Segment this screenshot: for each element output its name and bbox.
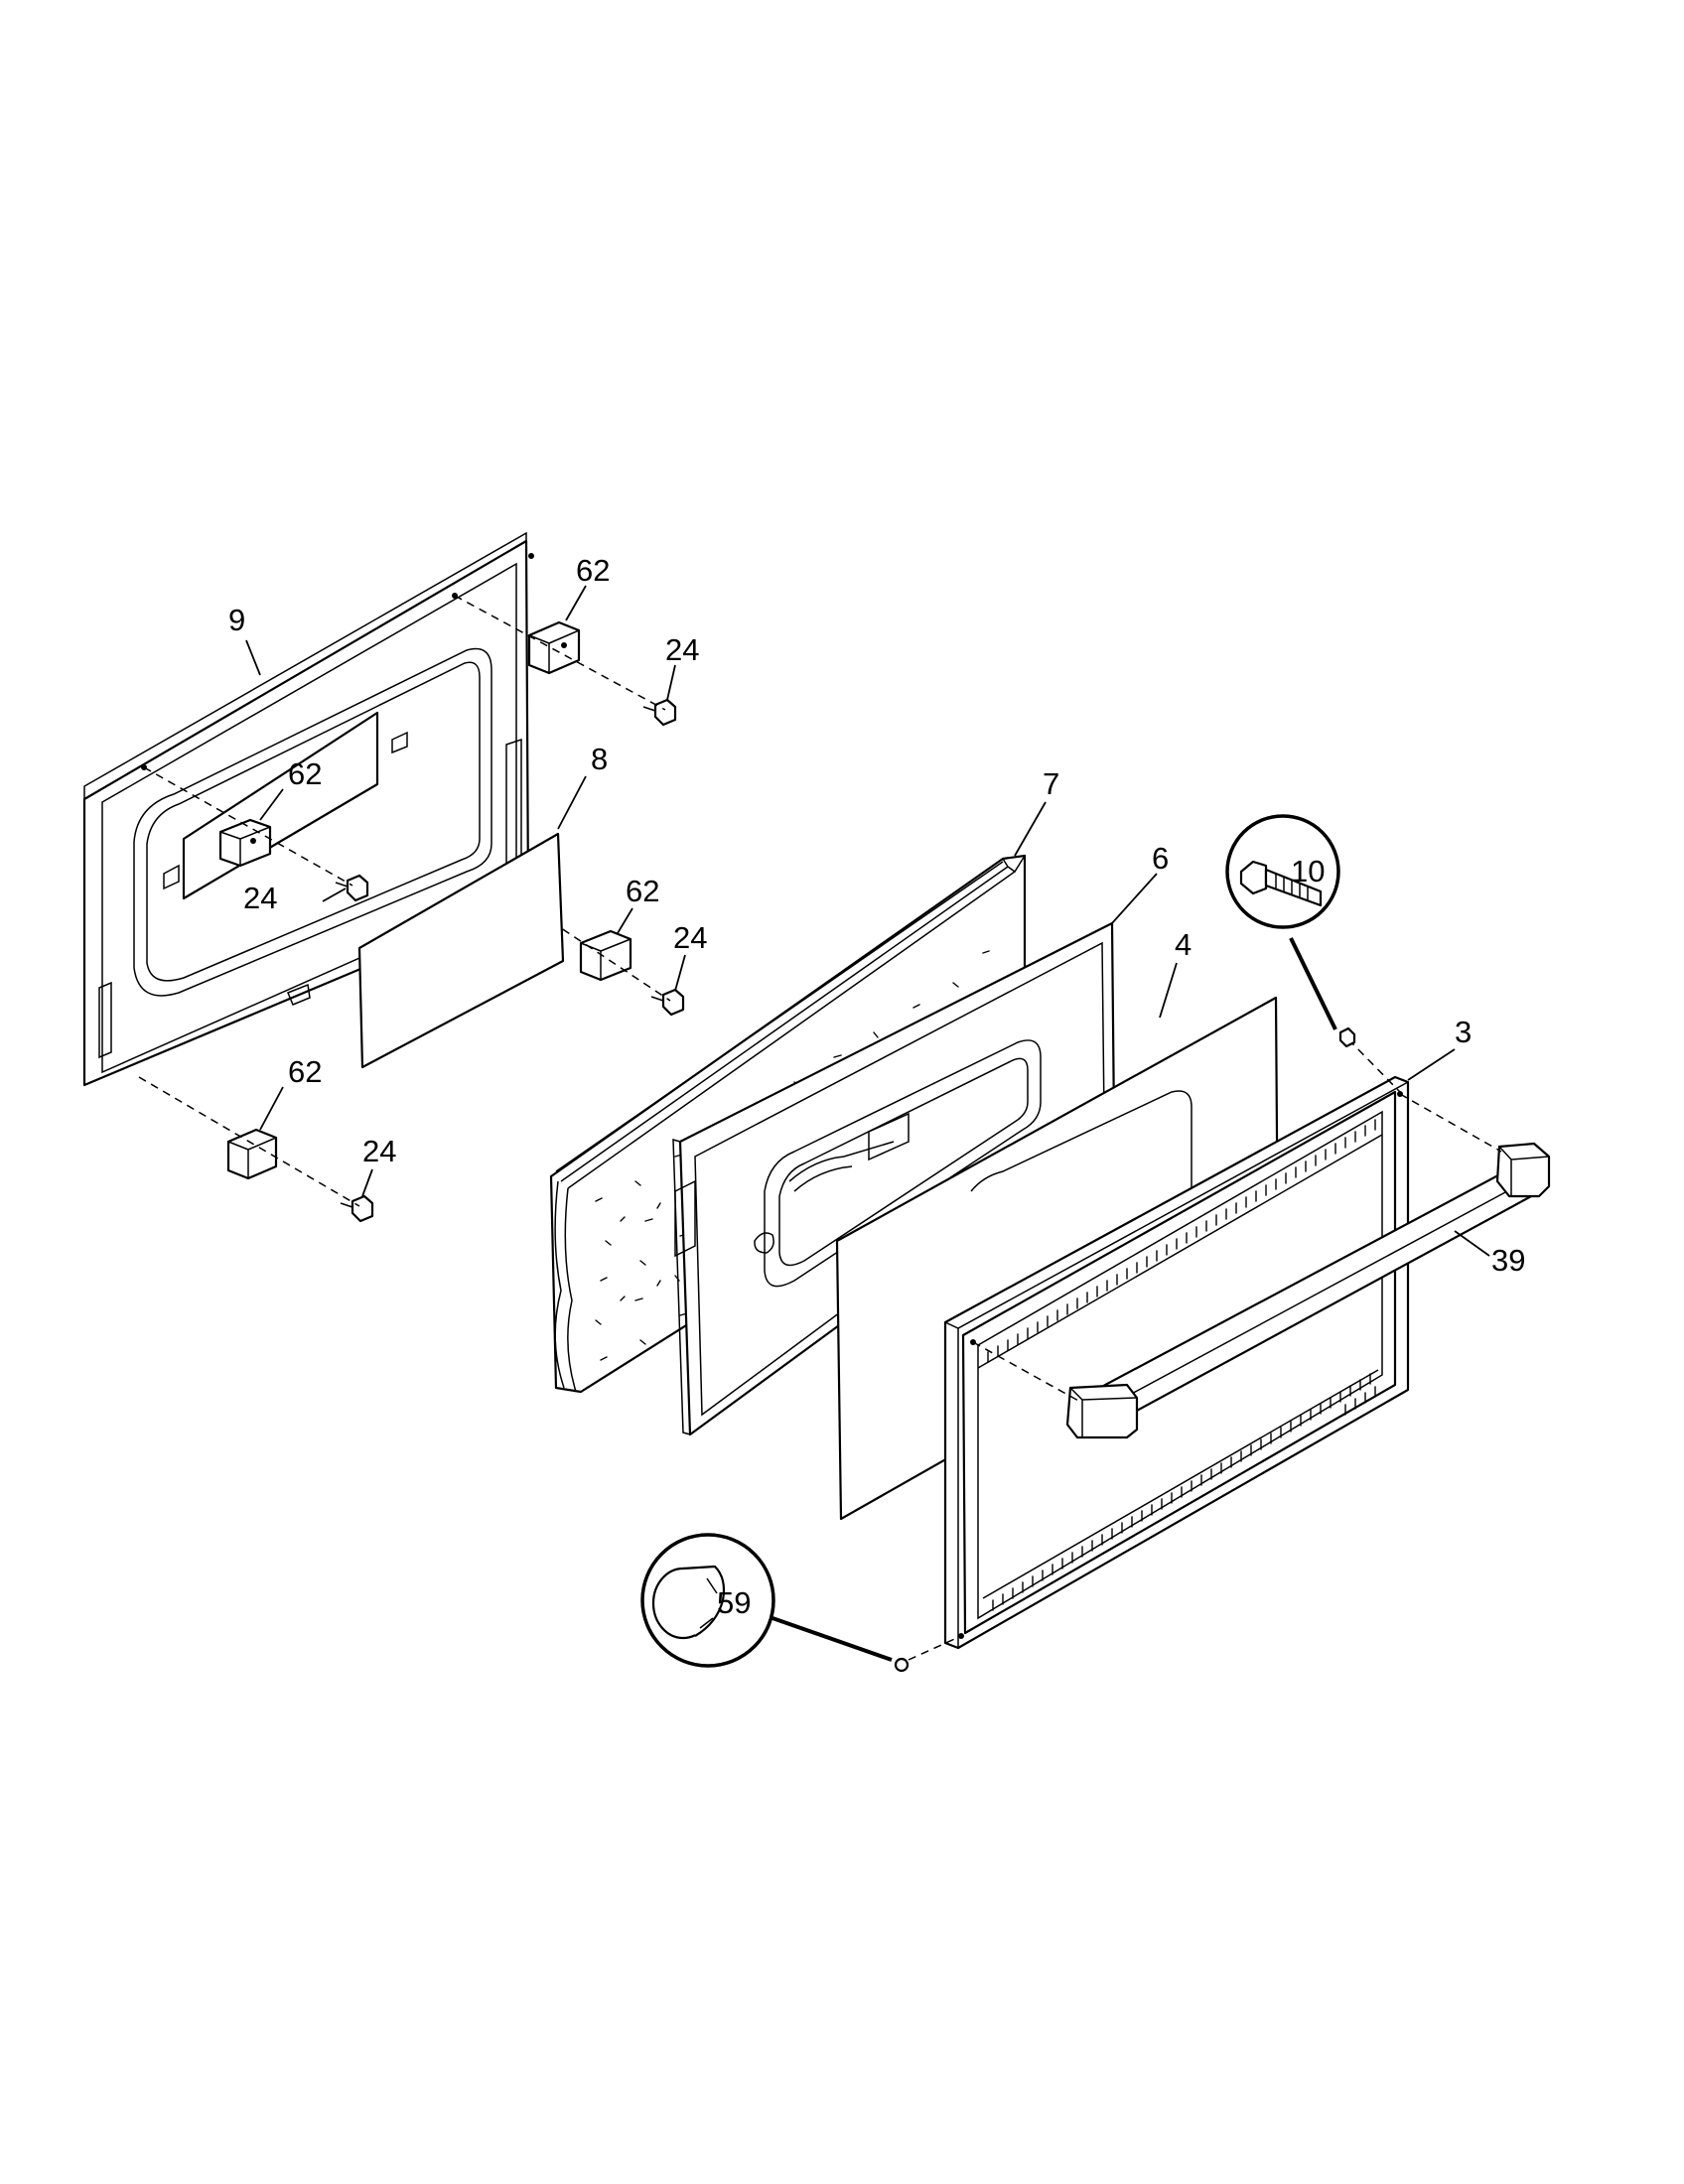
label-inner-glass: 6 [1152, 841, 1169, 876]
label-plug-callout: 59 [717, 1585, 751, 1620]
label-hinge-mid: 62 [288, 756, 322, 791]
screw-small [1338, 1026, 1356, 1048]
label-screw-callout: 10 [1291, 854, 1325, 888]
screw-right [650, 988, 685, 1017]
callout-plug-detail: 59 [640, 1533, 893, 1668]
assembly-lines-frame [908, 1038, 1502, 1661]
label-hinge-bottom: 62 [288, 1054, 322, 1089]
label-outer-glass: 4 [1175, 927, 1192, 962]
shield-plate-part [357, 832, 565, 1069]
hinge-bottom [226, 1128, 278, 1180]
screw-bottom [340, 1194, 374, 1223]
screw-top [642, 698, 677, 727]
label-insulation: 7 [1043, 766, 1059, 801]
label-door-frame: 3 [1455, 1015, 1472, 1049]
label-hinge-right: 62 [626, 874, 659, 908]
screw-mid [335, 874, 369, 902]
label-handle: 39 [1491, 1243, 1525, 1278]
label-door-liner: 9 [228, 603, 245, 637]
plug-small [894, 1657, 910, 1673]
callout-screw-detail: 10 [1225, 814, 1340, 1030]
label-screw-mid: 24 [243, 881, 277, 915]
handle-part [1065, 1142, 1551, 1439]
label-shield: 8 [591, 742, 608, 776]
part-labels: 9 62 24 62 24 8 62 24 62 24 7 6 4 3 39 [228, 553, 1525, 1278]
label-hinge-top: 62 [576, 553, 610, 588]
label-screw-right: 24 [673, 920, 707, 955]
leader-lines [245, 585, 1490, 1257]
label-screw-bottom: 24 [362, 1134, 396, 1168]
hinge-top [527, 620, 581, 675]
hinge-right [579, 929, 632, 982]
label-screw-top: 24 [665, 632, 699, 667]
